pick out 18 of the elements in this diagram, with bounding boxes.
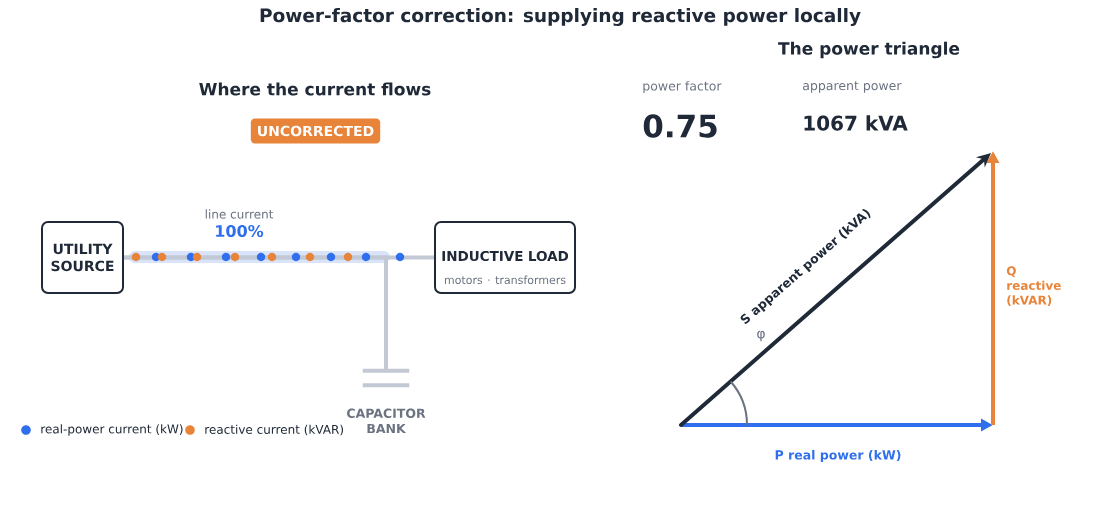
load-box: INDUCTIVE LOAD motors · transformers [434,221,576,294]
legend-label: reactive current (kVAR) [205,424,343,436]
metric-value: 0.75 [643,114,717,138]
section-heading: The power triangle [778,41,960,59]
metric-value: 1067 kVA [804,115,908,131]
vector-label: P real power (kW) [775,449,901,463]
metric-label: line current [205,209,274,219]
vector-label: Q reactive (kVAR) [1006,266,1061,307]
metric-value: 100% [216,224,264,238]
section-heading: Where the current flows [199,82,431,96]
legend-label: real-power current (kW) [41,424,183,436]
metric-label: apparent power [803,81,902,93]
source-box: UTILITY SOURCE [41,221,124,294]
status-badge: UNCORRECTED [250,118,381,144]
angle-label: φ [757,330,765,342]
title: Power-factor correction: supplying reactive power locally [260,7,861,26]
component-label: CAPACITOR BANK [347,408,426,434]
metric-label: power factor [643,80,722,94]
